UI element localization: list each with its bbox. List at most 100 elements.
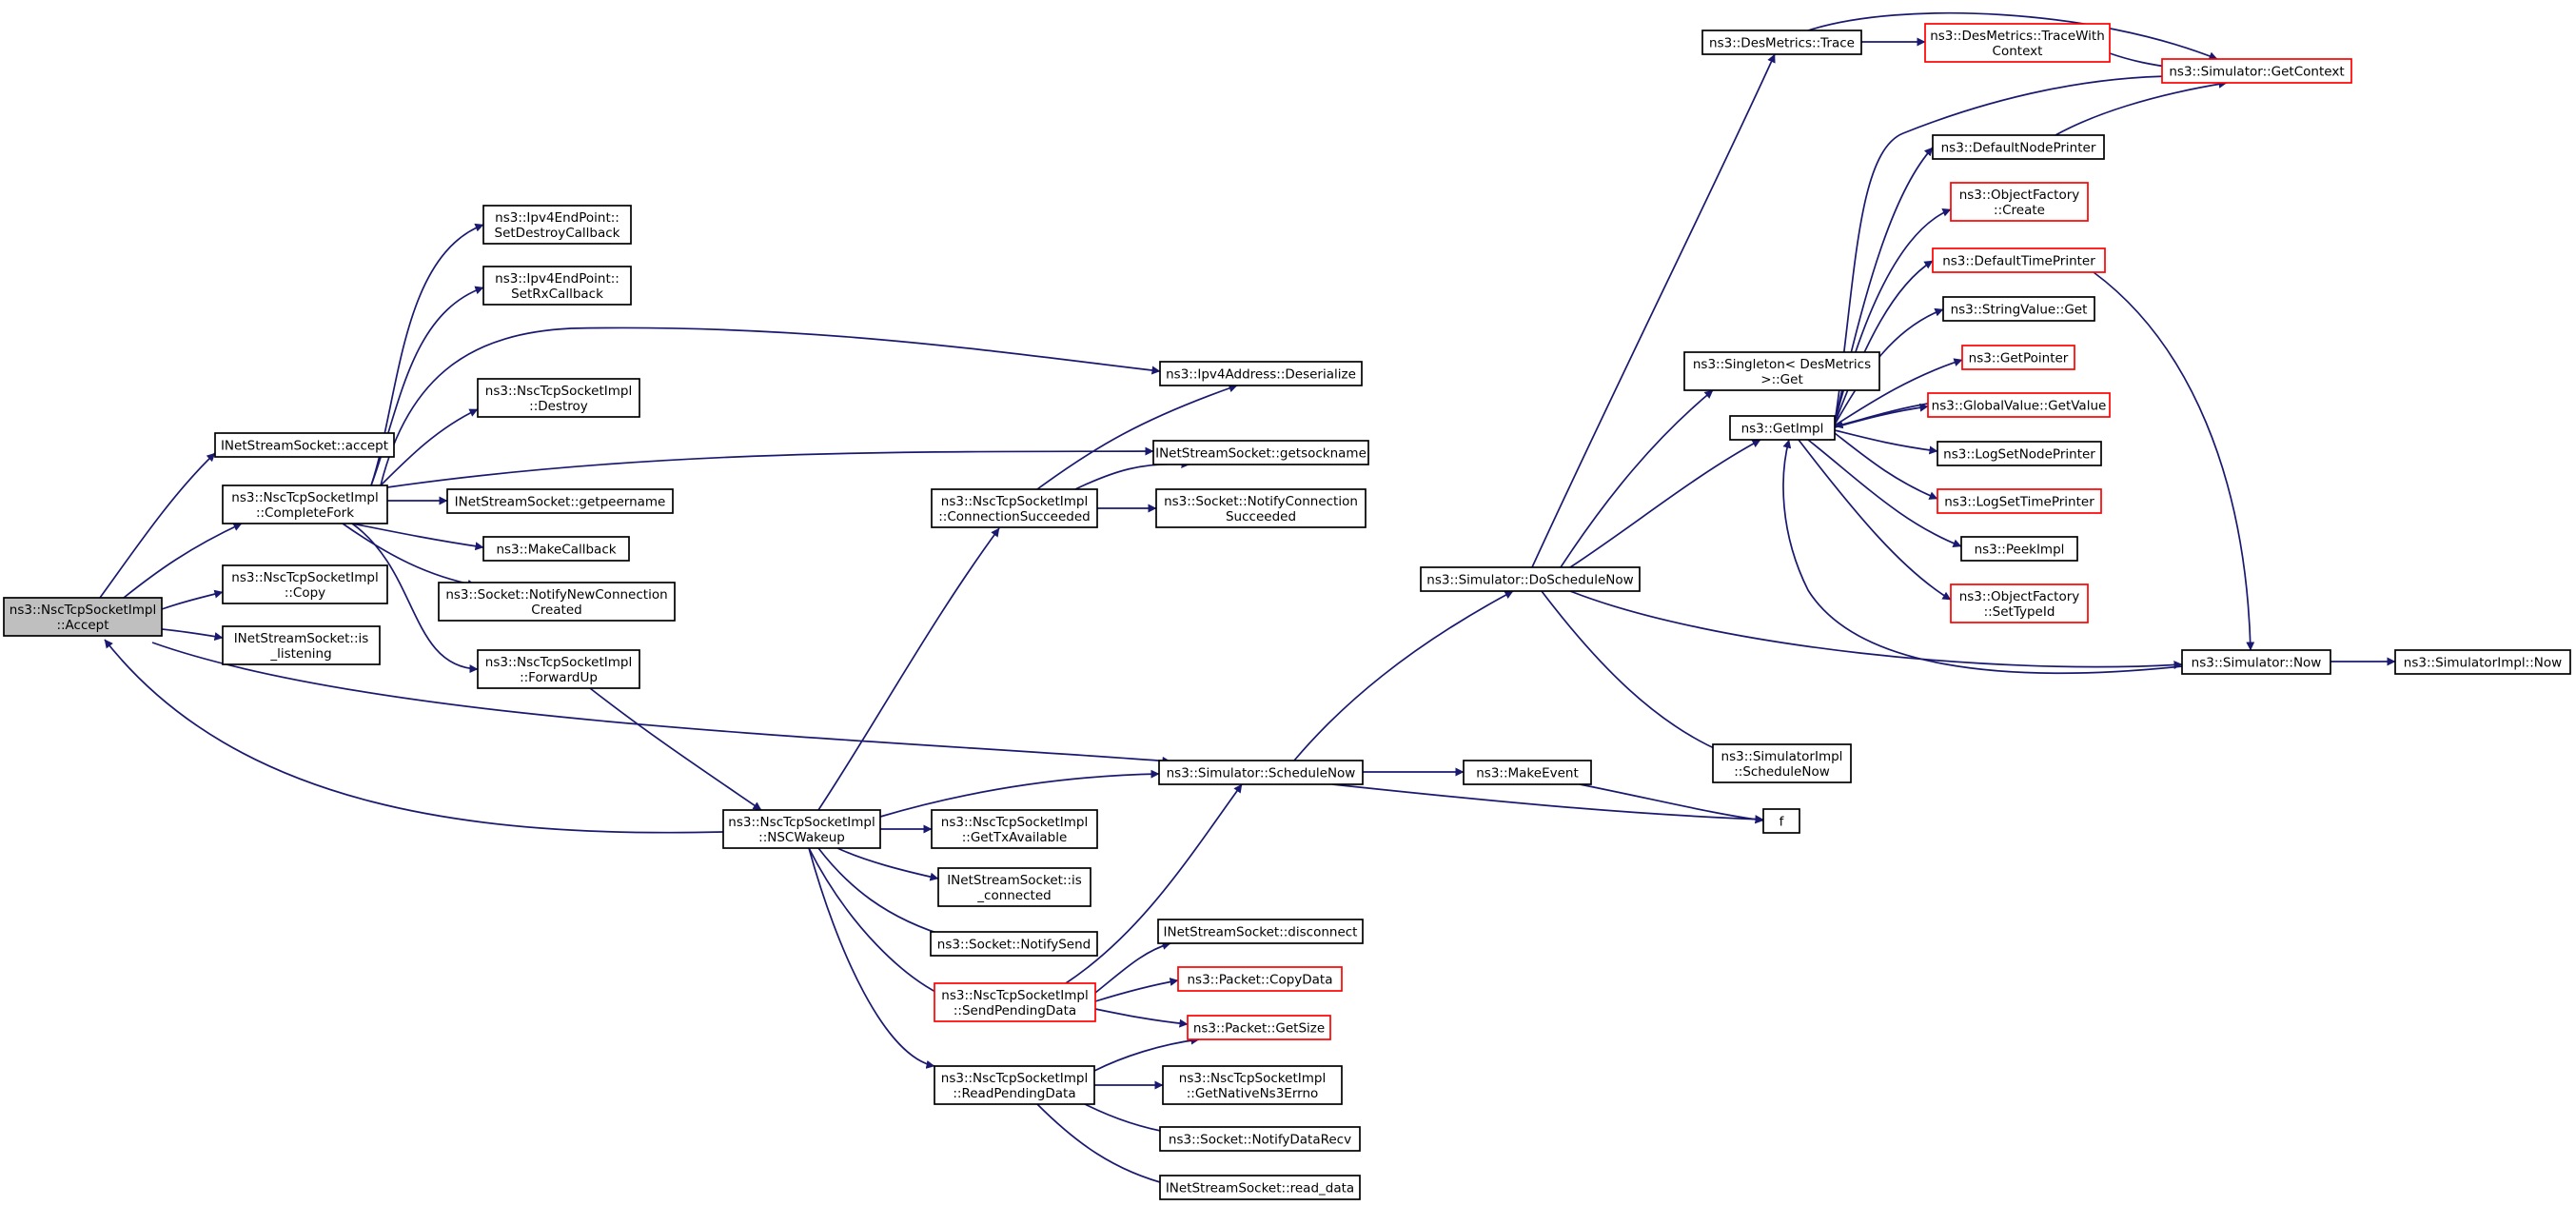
node-box [2161, 58, 2352, 84]
node-read-pending[interactable]: ns3::NscTcpSocketImpl::ReadPendingData [934, 1065, 1095, 1105]
node-copy[interactable]: ns3::NscTcpSocketImpl::Copy [222, 564, 388, 604]
node-label-line: Created [531, 603, 581, 618]
node-getpeername[interactable]: INetStreamSocket::getpeername [446, 488, 674, 514]
node-label-line: ::ConnectionSucceeded [938, 509, 1091, 524]
node-label-line: ::Accept [56, 618, 108, 633]
node-label-line: ::SendPendingData [954, 1003, 1076, 1018]
node-simimpl-schedule-now[interactable]: ns3::SimulatorImpl::ScheduleNow [1712, 743, 1852, 783]
call-edge-read_pending-to-notify_data_recv [1084, 1103, 1171, 1137]
node-label-line: ns3::NscTcpSocketImpl [728, 815, 875, 830]
call-edge-complete_fork-to-getsockname [386, 446, 1154, 488]
node-get-pointer[interactable]: ns3::GetPointer [1961, 345, 2075, 370]
node-packet-getsize[interactable]: ns3::Packet::GetSize [1187, 1015, 1331, 1040]
node-label-line: SetRxCallback [511, 287, 603, 302]
node-notify-data-recv[interactable]: ns3::Socket::NotifyDataRecv [1159, 1126, 1361, 1152]
node-box [1159, 1175, 1361, 1200]
node-box [477, 649, 640, 689]
node-box [1177, 966, 1343, 992]
node-label-line: _connected [976, 888, 1051, 903]
node-box [1762, 808, 1800, 834]
node-box [1937, 441, 2102, 466]
node-simulator-now[interactable]: ns3::Simulator::Now [2181, 649, 2331, 675]
node-make-event[interactable]: ns3::MakeEvent [1463, 760, 1592, 785]
node-label-line: ns3::GetPointer [1969, 351, 2069, 366]
node-label-line: ns3::LogSetTimePrinter [1944, 495, 2094, 510]
node-destroy[interactable]: ns3::NscTcpSocketImpl::Destroy [477, 378, 640, 418]
call-edge-nsc_wakeup-to-accept_root [104, 639, 724, 834]
node-getsockname[interactable]: INetStreamSocket::getsockname [1152, 440, 1369, 465]
call-edge-do_schedule_now-to-simimpl_schedule_now [1541, 590, 1723, 753]
call-edge-complete_fork-to-make_callback [351, 523, 484, 551]
node-f[interactable]: f [1762, 808, 1800, 834]
node-singleton-get[interactable]: ns3::Singleton< DesMetrics>::Get [1683, 351, 1880, 391]
node-label-line: INetStreamSocket::getsockname [1155, 446, 1367, 462]
node-forward-up[interactable]: ns3::NscTcpSocketImpl::ForwardUp [477, 649, 640, 689]
node-read-data[interactable]: INetStreamSocket::read_data [1159, 1175, 1361, 1200]
node-log-set-time-printer[interactable]: ns3::LogSetTimePrinter [1937, 488, 2102, 514]
node-schedule-now[interactable]: ns3::Simulator::ScheduleNow [1158, 760, 1364, 785]
call-edge-make_event-to-f [1579, 783, 1764, 824]
node-accept-root[interactable]: ns3::NscTcpSocketImpl::Accept [3, 597, 163, 637]
node-box [1942, 296, 2095, 322]
node-default-node-printer[interactable]: ns3::DefaultNodePrinter [1932, 134, 2105, 160]
node-send-pending[interactable]: ns3::NscTcpSocketImpl::SendPendingData [934, 982, 1096, 1022]
node-label-line: ns3::NscTcpSocketImpl [485, 655, 632, 670]
node-packet-copydata[interactable]: ns3::Packet::CopyData [1177, 966, 1343, 992]
node-box [482, 205, 632, 245]
call-edge-do_schedule_now-to-singleton_get [1560, 389, 1714, 568]
node-set-rx-cb[interactable]: ns3::Ipv4EndPoint::SetRxCallback [482, 266, 632, 306]
node-box [1950, 182, 2089, 222]
node-globalvalue-getvalue[interactable]: ns3::GlobalValue::GetValue [1927, 392, 2111, 418]
node-make-callback[interactable]: ns3::MakeCallback [482, 536, 630, 562]
node-des-trace[interactable]: ns3::DesMetrics::Trace [1701, 30, 1862, 55]
node-complete-fork[interactable]: ns3::NscTcpSocketImpl::CompleteFork [222, 484, 388, 524]
node-box [1420, 566, 1641, 592]
node-label-line: INetStreamSocket::is [947, 873, 1082, 888]
node-label-line: ns3::GlobalValue::GetValue [1932, 399, 2107, 414]
node-inet-accept[interactable]: INetStreamSocket::accept [214, 432, 395, 458]
node-objfactory-settypeid[interactable]: ns3::ObjectFactory::SetTypeId [1950, 583, 2089, 623]
node-label-line: ns3::Simulator::DoScheduleNow [1426, 573, 1633, 588]
node-label-line: ns3::NscTcpSocketImpl [941, 815, 1088, 830]
node-objfactory-create[interactable]: ns3::ObjectFactory::Create [1950, 182, 2089, 222]
node-box [222, 564, 388, 604]
node-log-set-node-printer[interactable]: ns3::LogSetNodePrinter [1937, 441, 2102, 466]
node-box [477, 378, 640, 418]
node-get-impl[interactable]: ns3::GetImpl [1729, 415, 1836, 441]
node-box [722, 809, 881, 849]
node-set-destroy-cb[interactable]: ns3::Ipv4EndPoint::SetDestroyCallback [482, 205, 632, 245]
node-notify-send[interactable]: ns3::Socket::NotifySend [930, 931, 1098, 957]
node-label-line: ::SetTypeId [1984, 604, 2055, 620]
call-edge-globalvalue_getvalue-to-get_impl [1834, 403, 1929, 429]
call-edge-accept_root-to-copy [161, 589, 224, 610]
node-label-line: ns3::PeekImpl [1975, 543, 2065, 558]
call-edge-accept_root-to-is_listening [161, 628, 224, 642]
node-is-listening[interactable]: INetStreamSocket::is_listening [222, 625, 381, 665]
node-stringvalue-get[interactable]: ns3::StringValue::Get [1942, 296, 2095, 322]
node-label-line: ns3::NscTcpSocketImpl [231, 490, 378, 505]
node-peek-impl[interactable]: ns3::PeekImpl [1960, 536, 2078, 562]
node-box [1961, 345, 2075, 370]
node-get-context[interactable]: ns3::Simulator::GetContext [2161, 58, 2352, 84]
node-label-line: ns3::ObjectFactory [1959, 589, 2080, 604]
node-disconnect[interactable]: INetStreamSocket::disconnect [1157, 919, 1364, 944]
node-box [931, 809, 1098, 849]
call-edge-accept_root-to-schedule_now [151, 642, 1171, 765]
node-conn-succeeded[interactable]: ns3::NscTcpSocketImpl::ConnectionSucceed… [931, 488, 1098, 528]
call-edge-get_impl-to-stringvalue_get [1834, 307, 1944, 425]
node-label-line: ns3::Packet::GetSize [1193, 1021, 1325, 1037]
node-label-line: ns3::Socket::NotifyConnection [1164, 494, 1358, 509]
node-ipv4-deserialize[interactable]: ns3::Ipv4Address::Deserialize [1159, 361, 1363, 386]
node-get-tx-available[interactable]: ns3::NscTcpSocketImpl::GetTxAvailable [931, 809, 1098, 849]
node-box [1932, 134, 2105, 160]
node-nsc-wakeup[interactable]: ns3::NscTcpSocketImpl::NSCWakeup [722, 809, 881, 849]
node-simimpl-now[interactable]: ns3::SimulatorImpl::Now [2394, 649, 2571, 675]
node-is-connected[interactable]: INetStreamSocket::is_connected [937, 867, 1091, 907]
node-default-time-printer[interactable]: ns3::DefaultTimePrinter [1932, 247, 2106, 273]
node-do-schedule-now[interactable]: ns3::Simulator::DoScheduleNow [1420, 566, 1641, 592]
node-box [1924, 23, 2111, 63]
node-get-native-errno[interactable]: ns3::NscTcpSocketImpl::GetNativeNs3Errno [1162, 1065, 1343, 1105]
